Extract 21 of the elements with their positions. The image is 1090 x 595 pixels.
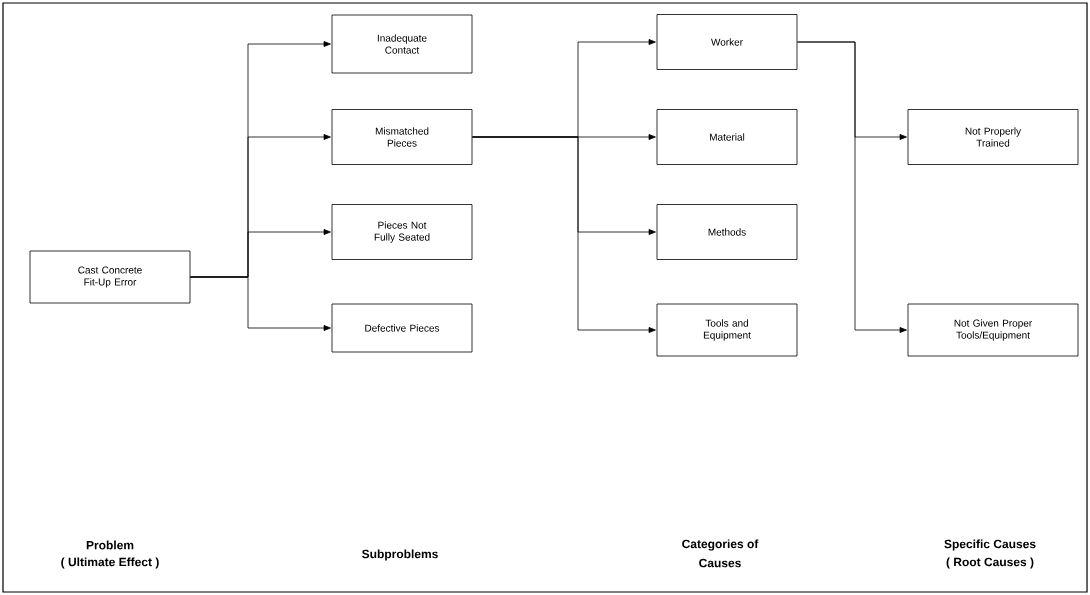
process-box: Not Properly Trained [907, 109, 1079, 165]
arrow [472, 136, 656, 333]
process-box: Material [656, 109, 798, 165]
process-box: Inadequate Contact [331, 14, 473, 74]
process-box: Methods [656, 204, 798, 260]
process-box: Mismatched Pieces [331, 109, 473, 165]
arrow [190, 276, 331, 331]
column-heading: ( Root Causes ) [946, 557, 1034, 569]
process-box: Defective Pieces [331, 303, 473, 353]
column-heading: Categories of [682, 539, 759, 551]
process-box: Cast Concrete Fit-Up Error [29, 250, 191, 304]
process-box: Not Given Proper Tools/Equipment [907, 303, 1079, 357]
process-box: Worker [656, 14, 798, 70]
column-heading: Causes [699, 558, 741, 568]
column-heading: Subproblems [362, 549, 438, 561]
process-box: Tools and Equipment [656, 303, 798, 357]
process-box: Pieces Not Fully Seated [331, 204, 473, 260]
column-heading: Specific Causes [944, 539, 1036, 551]
column-heading: Problem [86, 540, 134, 550]
column-heading: ( Ultimate Effect ) [61, 557, 159, 569]
arrow [797, 41, 907, 333]
